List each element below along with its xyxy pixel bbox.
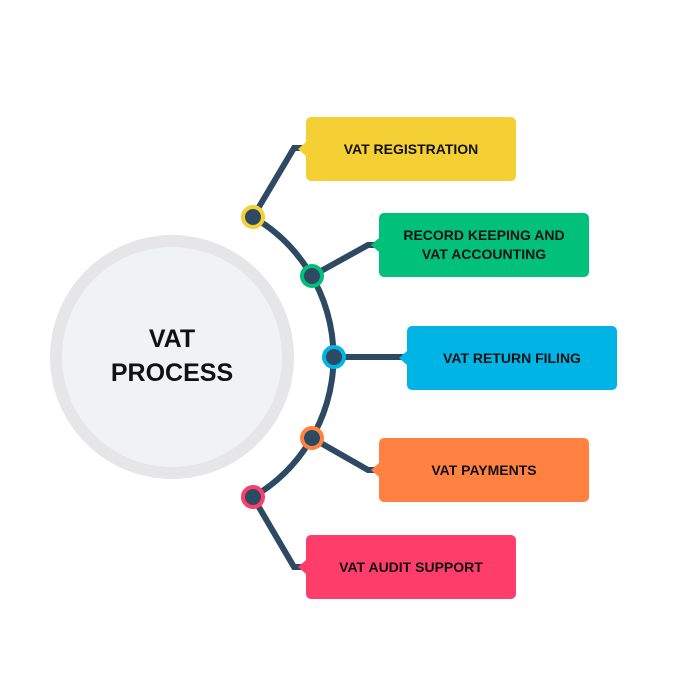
connector-1 bbox=[250, 145, 306, 219]
step-vat-return-filing: VAT RETURN FILING bbox=[399, 326, 617, 390]
node-dot bbox=[241, 485, 265, 509]
center-circle bbox=[62, 247, 282, 467]
step-record-keeping: RECORD KEEPING AND VAT ACCOUNTING bbox=[371, 213, 589, 277]
node-dot bbox=[300, 426, 324, 450]
step-vat-audit-support: VAT AUDIT SUPPORT bbox=[298, 535, 516, 599]
step-vat-payments: VAT PAYMENTS bbox=[371, 438, 589, 502]
connector-5 bbox=[250, 495, 306, 570]
node-dot bbox=[241, 205, 265, 229]
node-dot bbox=[300, 264, 324, 288]
step-vat-registration: VAT REGISTRATION bbox=[298, 117, 516, 181]
node-dot bbox=[322, 345, 346, 369]
